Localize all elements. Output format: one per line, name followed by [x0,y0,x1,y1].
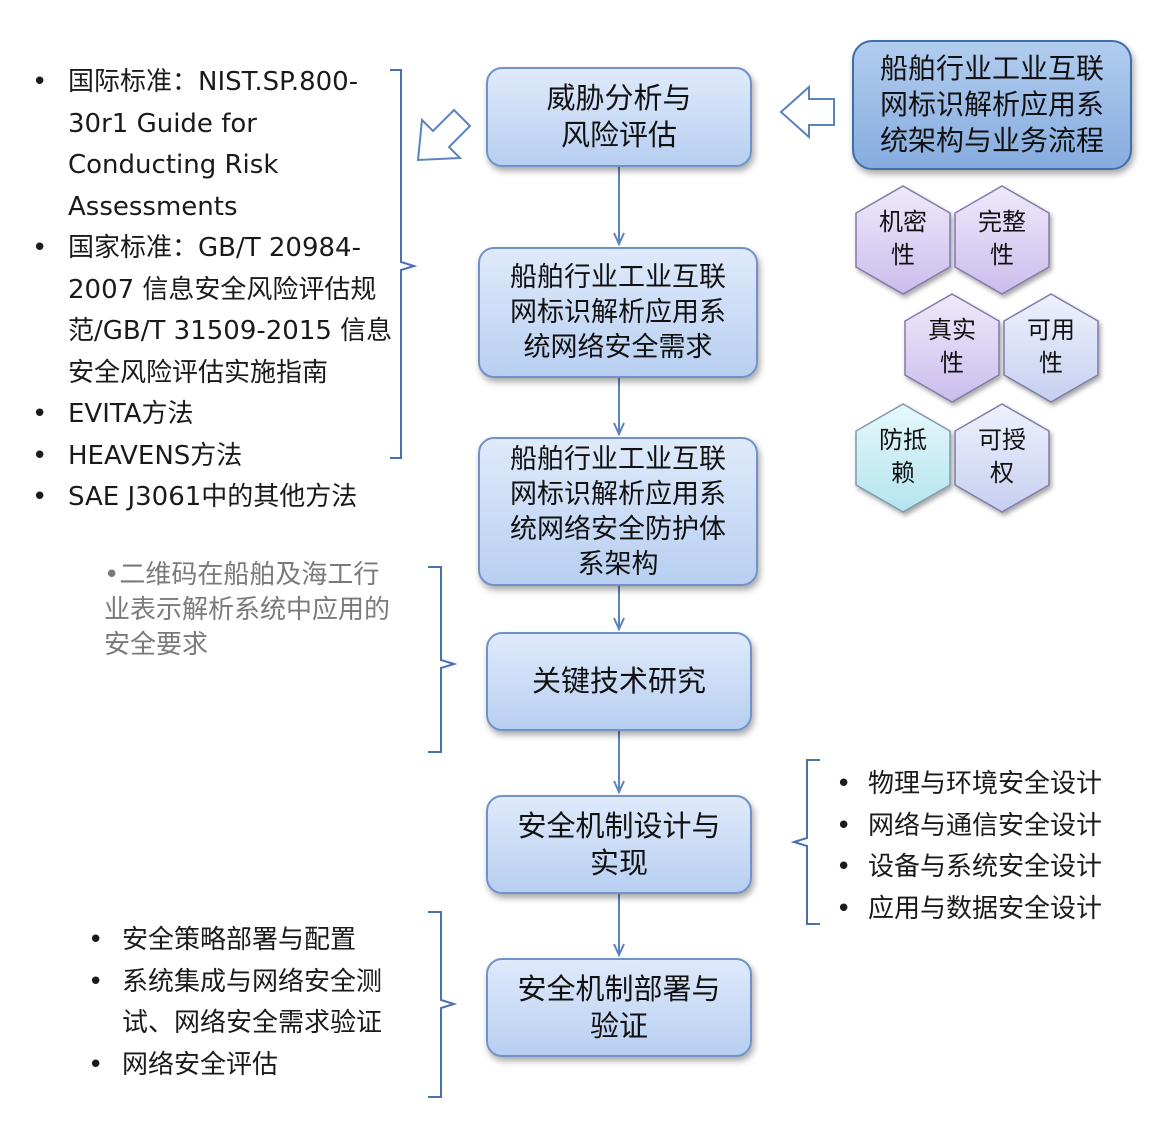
mechanism-design-box: 安全机制设计与 实现 [486,795,752,894]
left-pointing-block-arrow [779,84,835,140]
security-requirements-label: 船舶行业工业互联 网标识解析应用系 统网络安全需求 [510,262,726,363]
mechanism-item: 设备与系统安全设计 [836,847,1136,889]
hexagon-label-integrity: 完整 性 [978,208,1026,269]
mechanism-item: 网络与通信安全设计 [836,806,1136,848]
protection-architecture-label: 船舶行业工业互联 网标识解析应用系 统网络安全防护体 系架构 [510,443,726,580]
mechanism-brace [790,759,820,925]
hexagon-label-non-repudiation: 防抵 赖 [879,426,927,487]
qr-note-brace [428,566,458,753]
standard-item: 国家标准：GB/T 20984-2007 信息安全风险评估规范/GB/T 315… [32,228,402,394]
standard-item: 国际标准：NIST.SP.800-30r1 Guide for Conducti… [32,62,402,228]
deployment-item: 系统集成与网络安全测试、网络安全需求验证 [88,962,418,1045]
system-architecture-label: 船舶行业工业互联 网标识解析应用系 统架构与业务流程 [879,52,1104,157]
mechanism-deploy-label: 安全机制部署与 验证 [517,971,721,1043]
deployment-item: 安全策略部署与配置 [88,920,418,962]
hexagon-non-repudiation [855,403,951,513]
standard-item: EVITA方法 [32,394,402,436]
standards-list: 国际标准：NIST.SP.800-30r1 Guide for Conducti… [32,62,402,519]
deployment-item: 网络安全评估 [88,1045,418,1087]
standard-item: HEAVENS方法 [32,436,402,478]
mechanism-design-list: 物理与环境安全设计 网络与通信安全设计 设备与系统安全设计 应用与数据安全设计 [836,764,1136,930]
threat-analysis-label: 威胁分析与 风险评估 [546,81,692,152]
standard-item: SAE J3061中的其他方法 [32,477,402,519]
system-architecture-box: 船舶行业工业互联 网标识解析应用系 统架构与业务流程 [852,40,1132,170]
threat-analysis-box: 威胁分析与 风险评估 [486,67,752,167]
hexagon-authorization [954,403,1050,513]
hexagon-label-authenticity: 真实 性 [928,316,976,377]
hexagon-label-confidentiality: 机密 性 [879,208,927,269]
hexagon-label-availability: 可用 性 [1027,316,1075,377]
qr-code-note: •二维码在船舶及海工行业表示解析系统中应用的安全要求 [104,560,391,660]
key-tech-label: 关键技术研究 [531,664,706,698]
hexagon-confidentiality [855,185,951,295]
mechanism-deploy-box: 安全机制部署与 验证 [486,958,752,1057]
mechanism-item: 物理与环境安全设计 [836,764,1136,806]
protection-architecture-box: 船舶行业工业互联 网标识解析应用系 统网络安全防护体 系架构 [478,437,758,586]
hexagon-label-authorization: 可授 权 [978,426,1026,487]
hexagon-availability [1003,293,1099,403]
hexagon-integrity [954,185,1050,295]
key-tech-box: 关键技术研究 [486,632,752,731]
hexagon-authenticity [904,293,1000,403]
deployment-list: 安全策略部署与配置 系统集成与网络安全测试、网络安全需求验证 网络安全评估 [88,920,418,1086]
security-requirements-box: 船舶行业工业互联 网标识解析应用系 统网络安全需求 [478,247,758,378]
mechanism-design-label: 安全机制设计与 实现 [517,808,721,880]
mechanism-item: 应用与数据安全设计 [836,889,1136,931]
deployment-brace [428,911,458,1098]
down-left-block-arrow [416,108,472,162]
